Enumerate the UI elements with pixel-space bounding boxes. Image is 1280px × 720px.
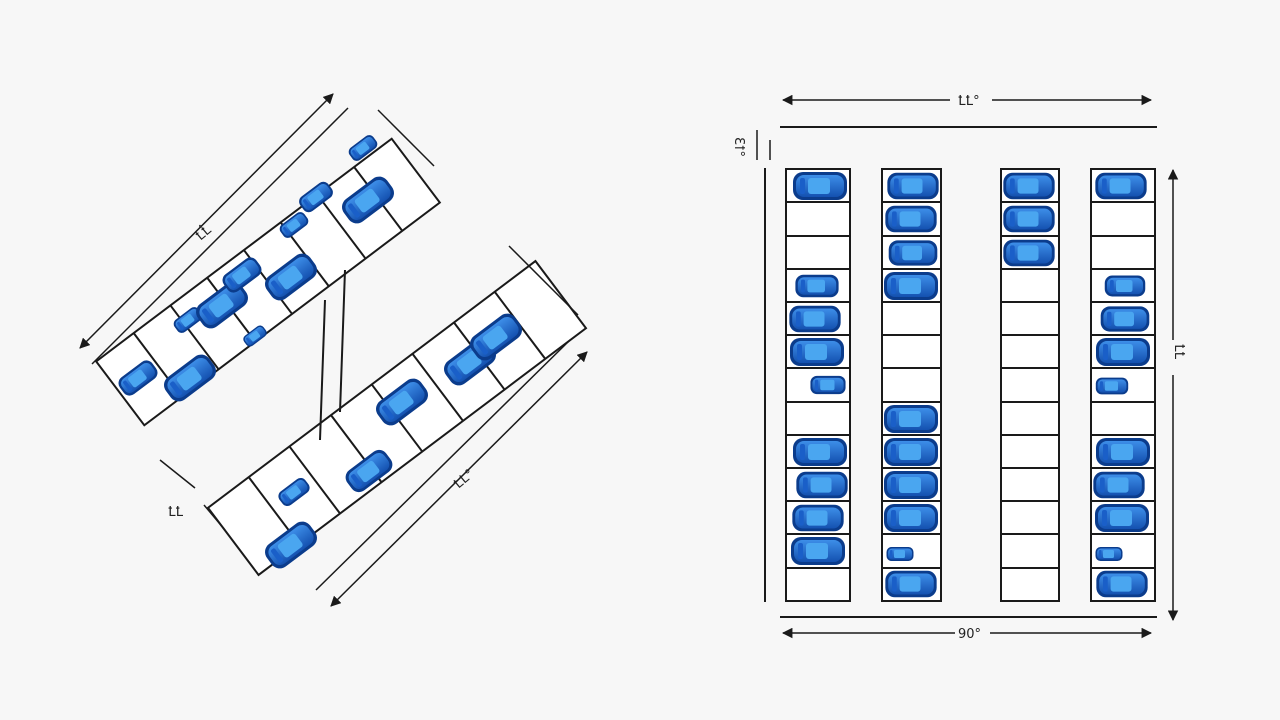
car [885, 570, 937, 598]
car [1104, 275, 1146, 297]
car [796, 471, 848, 499]
car [1095, 547, 1123, 561]
car [1100, 306, 1150, 332]
left-dimension-label: Ɛꝉ° [731, 137, 746, 157]
car [1003, 239, 1055, 267]
car [1003, 172, 1055, 200]
car [887, 172, 939, 200]
car [792, 504, 844, 532]
car [1095, 172, 1147, 200]
car [810, 375, 846, 395]
car [884, 471, 938, 499]
stall-column-3 [1000, 168, 1060, 602]
car [1003, 205, 1055, 233]
car [795, 274, 839, 298]
car [885, 205, 937, 233]
stall-column-2 [881, 168, 942, 602]
car [884, 272, 938, 300]
dimension-lines-angled [79, 93, 588, 607]
car [1096, 570, 1148, 598]
perpendicular-parking-lot: ꝈꝈ° 90° ꝈꝈ Ɛꝉ° [731, 94, 1186, 642]
car [791, 537, 845, 565]
car [793, 172, 847, 200]
top-dimension-label: ꝈꝈ° [958, 94, 980, 109]
car [790, 338, 844, 366]
car [884, 504, 938, 532]
upper-dimension-label: ꝈꝈ̂ [192, 221, 215, 244]
car [789, 305, 841, 333]
car [1093, 471, 1145, 499]
car [1095, 377, 1129, 395]
car [884, 438, 938, 466]
lower-dimension-label: ꝈꝈ° [451, 467, 477, 492]
bottom-dimension-label: 90° [958, 627, 981, 642]
car [888, 240, 938, 266]
right-dimension-label: ꝈꝈ [1171, 344, 1186, 360]
angled-parking-lot: ꝈꝈ̂ ꝈꝈ° ꝈꝈ [79, 93, 588, 607]
dimension-lines-perpendicular [756, 94, 1179, 639]
car [886, 547, 914, 561]
car [1096, 338, 1150, 366]
car [1096, 438, 1150, 466]
car [793, 438, 847, 466]
parked-cars-column-3 [1003, 172, 1055, 267]
car [1095, 504, 1149, 532]
car [884, 405, 938, 433]
side-dimension-label: ꝈꝈ [168, 505, 184, 520]
